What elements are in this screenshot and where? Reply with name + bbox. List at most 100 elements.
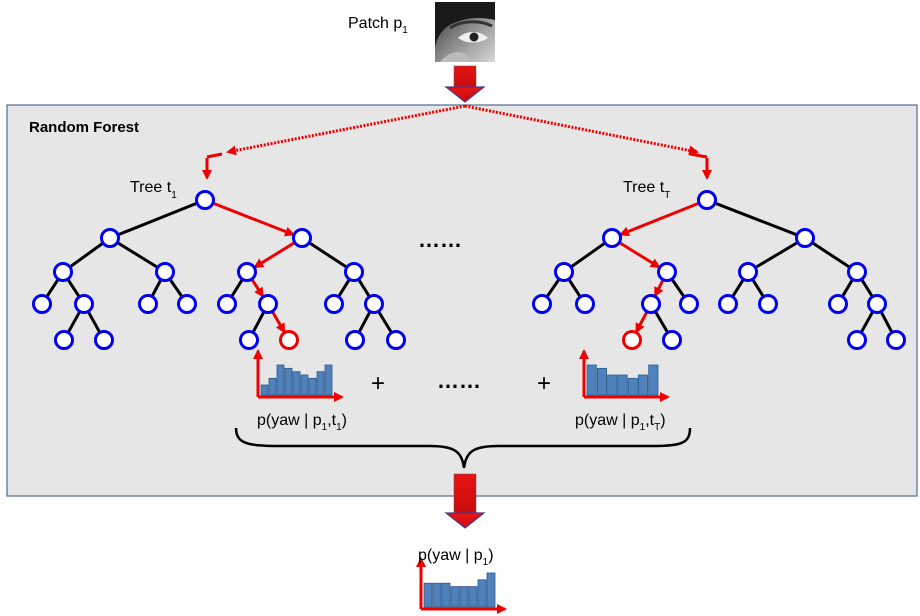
tree-node bbox=[575, 294, 595, 314]
histogram-bar bbox=[607, 374, 618, 396]
tree-node bbox=[217, 294, 237, 314]
tree-node bbox=[177, 294, 197, 314]
hist-right-label: p(yaw | p1,tT) bbox=[575, 412, 666, 433]
histogram-bar bbox=[324, 364, 333, 396]
tree-node bbox=[345, 330, 365, 350]
tree-edge bbox=[670, 278, 686, 298]
hist-result-label: p(yaw | p1) bbox=[418, 547, 494, 568]
histogram-bar bbox=[292, 371, 301, 396]
tree-edge bbox=[66, 310, 82, 334]
tree-node bbox=[867, 294, 887, 314]
tree-edge bbox=[567, 278, 582, 298]
tree-path-edge bbox=[212, 201, 296, 237]
tree-node bbox=[662, 330, 682, 350]
histogram-bar bbox=[477, 579, 487, 608]
tree-node bbox=[53, 262, 73, 282]
tree-edge bbox=[150, 278, 163, 298]
tree-edge bbox=[357, 278, 371, 298]
tree-node bbox=[657, 262, 677, 282]
histogram-bar bbox=[586, 364, 597, 396]
tree-node bbox=[386, 330, 406, 350]
histogram-right bbox=[579, 349, 670, 402]
tree-node bbox=[532, 294, 552, 314]
hist-left-label: p(yaw | p1,t1) bbox=[257, 412, 347, 433]
patch-label: Patch p1 bbox=[348, 15, 408, 36]
tree-node bbox=[344, 262, 364, 282]
histograms-ellipsis: …… bbox=[437, 368, 481, 393]
histogram-bar bbox=[648, 364, 659, 396]
tree-edge bbox=[308, 241, 348, 269]
histogram-left bbox=[253, 349, 344, 402]
split-arrows bbox=[202, 104, 712, 180]
forest-title: Random Forest bbox=[29, 119, 139, 136]
tree-edge bbox=[879, 310, 894, 334]
tree-edge bbox=[69, 241, 104, 269]
histogram-bar bbox=[486, 572, 496, 608]
tree-leaf-reached bbox=[279, 330, 299, 350]
tree-last bbox=[532, 190, 906, 350]
histogram-result bbox=[416, 557, 507, 614]
tree-edge bbox=[168, 278, 184, 298]
tree-path-edge bbox=[635, 310, 649, 334]
tree-edge bbox=[731, 278, 745, 298]
tree-edge bbox=[66, 278, 81, 298]
tree-node bbox=[100, 228, 120, 248]
histogram-bar bbox=[617, 374, 628, 396]
tree-edge bbox=[754, 241, 799, 269]
tree-path-edge bbox=[250, 278, 265, 298]
tree-path-edge bbox=[653, 278, 665, 298]
big-down-arrow-bottom bbox=[444, 473, 486, 529]
histogram-bar bbox=[627, 377, 638, 396]
tree-edge bbox=[570, 241, 606, 269]
tree-node bbox=[602, 228, 622, 248]
tree-first-label: Tree t1 bbox=[130, 179, 177, 201]
tree-node bbox=[847, 330, 867, 350]
tree-node bbox=[795, 228, 815, 248]
tree-node bbox=[679, 294, 699, 314]
big-down-arrow-top bbox=[444, 65, 486, 103]
tree-node bbox=[718, 294, 738, 314]
tree-edge bbox=[116, 241, 159, 269]
tree-edge bbox=[714, 201, 798, 237]
tree-node bbox=[292, 228, 312, 248]
tree-node bbox=[738, 262, 758, 282]
histogram-bar bbox=[450, 586, 460, 608]
face-patch-icon bbox=[435, 2, 495, 62]
tree-first bbox=[32, 190, 406, 350]
tree-node bbox=[74, 294, 94, 314]
tree-edge bbox=[337, 278, 351, 298]
tree-path-edge bbox=[253, 241, 296, 269]
tree-path-edge bbox=[618, 201, 700, 237]
tree-node bbox=[239, 330, 259, 350]
histogram-bar bbox=[596, 367, 607, 396]
histogram-bar bbox=[276, 364, 285, 396]
tree-edge bbox=[859, 310, 875, 334]
tree-edge bbox=[251, 310, 266, 334]
tree-node bbox=[237, 262, 257, 282]
histogram-bar bbox=[432, 582, 442, 608]
histogram-bar bbox=[316, 371, 325, 396]
tree-node bbox=[847, 262, 867, 282]
tree-path-edge bbox=[270, 310, 286, 334]
tree-node bbox=[138, 294, 158, 314]
tree-edge bbox=[841, 278, 854, 298]
tree-node bbox=[195, 190, 215, 210]
histogram-bar bbox=[300, 374, 309, 396]
histogram-bar bbox=[468, 586, 478, 608]
plus-sign-left: + bbox=[371, 370, 385, 397]
tree-node bbox=[155, 262, 175, 282]
histogram-bar bbox=[260, 384, 269, 396]
tree-node bbox=[697, 190, 717, 210]
tree-node bbox=[758, 294, 778, 314]
tree-path-edge bbox=[618, 241, 661, 269]
histogram-bar bbox=[441, 582, 451, 608]
histogram-bar bbox=[268, 377, 277, 396]
tree-edge bbox=[45, 278, 60, 298]
trees-ellipsis: …… bbox=[418, 227, 462, 252]
tree-node bbox=[54, 330, 74, 350]
tree-edge bbox=[230, 278, 244, 298]
tree-edge bbox=[377, 310, 393, 334]
tree-edge bbox=[117, 201, 198, 237]
tree-node bbox=[364, 294, 384, 314]
